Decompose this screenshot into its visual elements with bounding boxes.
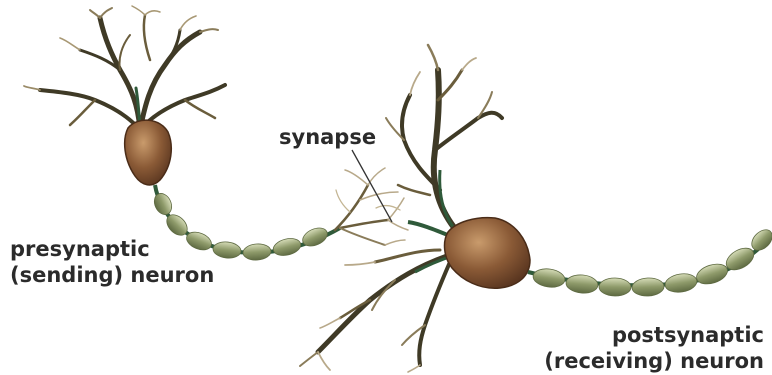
postsynaptic-axon xyxy=(528,226,772,297)
postsynaptic-label-line1: postsynaptic xyxy=(544,322,764,348)
postsynaptic-label-line2: (receiving) neuron xyxy=(544,348,764,374)
presynaptic-axon-terminals xyxy=(335,168,408,245)
presynaptic-label-line1: presynaptic xyxy=(10,236,214,262)
postsynaptic-cell-body xyxy=(445,218,530,289)
synapse-label: synapse xyxy=(279,124,376,150)
postsynaptic-dendrites xyxy=(300,45,502,372)
presynaptic-dendrites xyxy=(24,6,225,130)
presynaptic-label-line2: (sending) neuron xyxy=(10,262,214,288)
presynaptic-cell-body xyxy=(125,120,172,185)
presynaptic-neuron-label: presynaptic (sending) neuron xyxy=(10,236,214,288)
synapse-pointer-line xyxy=(352,150,392,222)
postsynaptic-neuron-label: postsynaptic (receiving) neuron xyxy=(544,322,764,374)
